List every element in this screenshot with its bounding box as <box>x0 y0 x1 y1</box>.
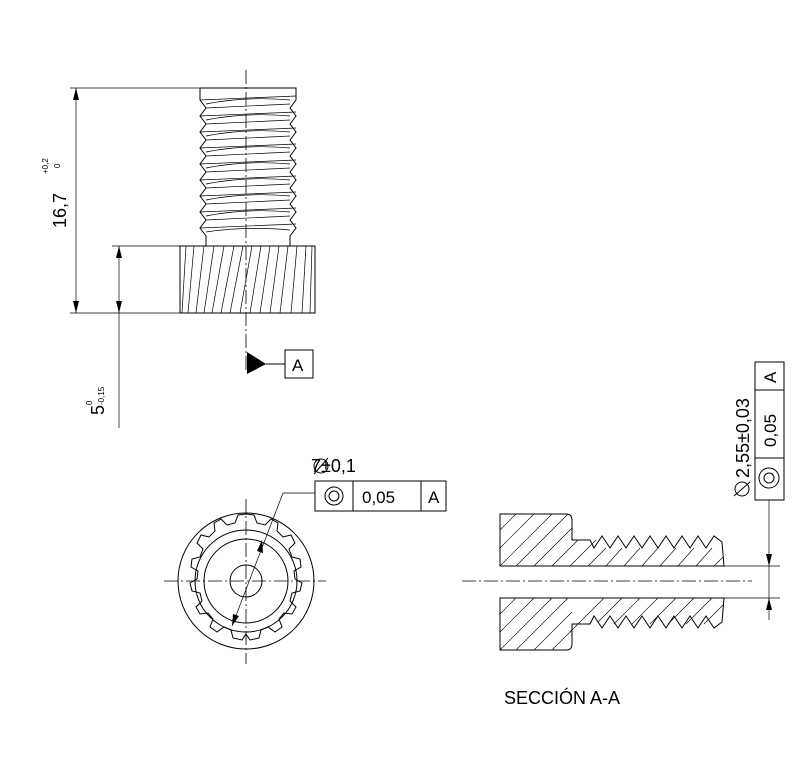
frame-outer-datum: A <box>428 488 440 507</box>
section-label: SECCIÓN A-A <box>504 687 620 708</box>
section-lower-outline <box>499 597 725 651</box>
concentricity-icon <box>324 486 344 506</box>
section-view: 2,55±0,03 0,05 A SECCIÓN A-A <box>462 361 785 708</box>
section-hatch-upper <box>499 513 724 567</box>
datum-feature: A <box>247 349 314 379</box>
head-length-upper-tol: 0 <box>85 400 94 405</box>
shank-circle <box>203 538 289 624</box>
total-length-dimension: 16,7 +0,2 0 <box>41 87 200 314</box>
side-view: 16,7 +0,2 0 5 0 -0,15 A <box>41 70 316 428</box>
total-length-lower-tol: 0 <box>53 163 62 168</box>
section-upper-outline <box>499 513 725 567</box>
root-circle <box>194 529 298 633</box>
threaded-shank <box>199 87 297 246</box>
datum-label: A <box>292 356 304 375</box>
feature-control-frame-bore: 0,05 A <box>754 361 785 501</box>
bore-diameter-icon <box>734 481 750 497</box>
head-length-value: 5 <box>88 405 108 415</box>
bore-circle <box>229 564 263 598</box>
outer-diameter-value: 7±0,1 <box>311 456 356 476</box>
gear-teeth-outline <box>189 513 303 641</box>
knurled-head <box>179 245 316 314</box>
outer-diameter-dimension: 7±0,1 <box>231 456 356 627</box>
gear-outer-circle <box>177 512 315 650</box>
frame-outer-tolerance: 0,05 <box>362 488 395 507</box>
front-view: 7±0,1 0,05 A <box>164 456 447 664</box>
datum-triangle-icon <box>247 352 266 374</box>
frame-bore-tolerance: 0,05 <box>761 414 780 447</box>
frame-bore-datum: A <box>761 371 780 383</box>
total-length-upper-tol: +0,2 <box>41 158 50 174</box>
total-length-value: 16,7 <box>50 193 70 228</box>
section-hatch-lower <box>499 597 724 651</box>
bore-diameter-dimension: 2,55±0,03 <box>724 398 780 620</box>
diameter-icon <box>313 458 329 474</box>
bore-diameter-value: 2,55±0,03 <box>733 398 753 478</box>
head-length-dimension: 5 0 -0,15 <box>85 245 180 428</box>
feature-control-frame-outer: 0,05 A <box>314 480 447 512</box>
head-length-lower-tol: -0,15 <box>97 386 106 405</box>
bore-concentricity-icon <box>758 467 780 489</box>
